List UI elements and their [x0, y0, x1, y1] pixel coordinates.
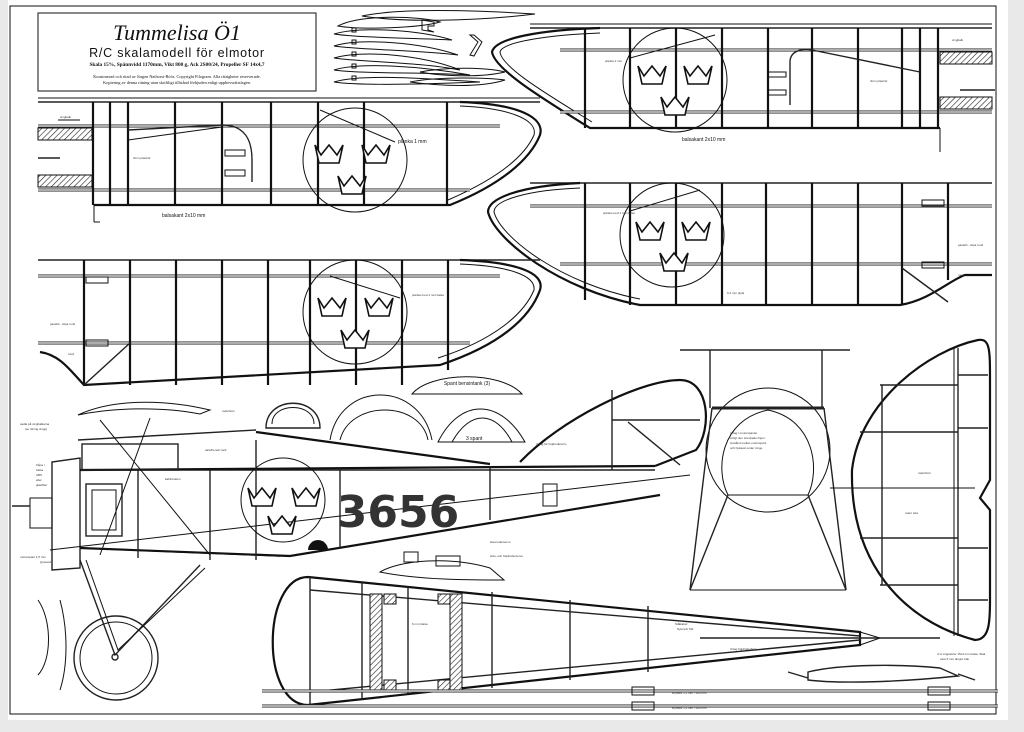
- fuselage-side-view: 3656 sadla på vingbalkarna (se ritning v…: [12, 378, 707, 571]
- label-rod-1: styrwire 1,2 mm / 500 mm: [672, 691, 707, 695]
- label-sido-hojdroderservo: sido- och höjdroderservo: [490, 554, 523, 558]
- label-passbit-left: passbit - slipa rund: [50, 322, 76, 326]
- label-balsakant-right: balsakant 2x10 mm: [682, 137, 725, 143]
- label-plastror-right: 3mm plaströr: [870, 79, 888, 83]
- label-spant-bensintank: Spant bensintank (3): [444, 381, 490, 387]
- label-vingbalk-left: vingbalk: [60, 115, 72, 119]
- label-roderhorn-note: roderhorn: [222, 409, 235, 413]
- label-plyfa: 0,4 mm plyfa: [727, 291, 745, 295]
- horizontal-stabilizer: roderhorn roder wire: [830, 338, 992, 642]
- servo-installation-section: skevroderservo sido- och höjdroderservo: [378, 540, 523, 581]
- label-urtag-motorspant-4: och hjulaxel under vinge: [730, 446, 763, 450]
- label-vingbalk-right: vingbalk: [952, 38, 964, 42]
- front-view: Urtag i motorspantet enligt den streckad…: [680, 349, 850, 591]
- aircraft-registration-number: 3656: [337, 487, 459, 538]
- label-sadla-vingbalk: sadla på vingbalkarna: [20, 422, 50, 426]
- label-tank-lock: tank/bensin lock: [205, 448, 227, 452]
- label-kapa-2: balsa: [36, 468, 44, 472]
- label-kapa-3: ABS: [36, 473, 42, 477]
- label-rod-2: styrwire 1,2 mm / 500 mm: [672, 706, 707, 710]
- label-planka-lower-left: planka med 1 mm balsa: [412, 293, 444, 297]
- fuel-tank-formers: Spant bensintank (3) 3 spant: [265, 376, 526, 443]
- title-block: Tummelisa Ö1 R/C skalamodell för elmotor…: [37, 12, 317, 92]
- label-planka-right: planka 1 mm: [605, 59, 623, 63]
- lower-wing-right-half: planka med 1 mm balsa 0,4 mm plyfa passb…: [486, 181, 992, 307]
- label-kabinbotten: kabinbotten: [165, 477, 181, 481]
- label-roderhorn: roderhorn: [918, 471, 931, 475]
- label-plastror-left: 3mm plaströr: [133, 156, 151, 160]
- plan-subtitle: R/C skalamodell för elmotor: [89, 46, 265, 60]
- copyright-line-1: Konstruerad och ritad av Jürgen Nathorst…: [93, 74, 261, 79]
- label-balsakant-left: balsakant 2x10 mm: [162, 213, 205, 219]
- label-urtag-motorspant-2: enligt den streckade linjen.: [730, 436, 766, 440]
- fuselage-top-view: 6 mm balsa Stålkabel Nylonrör M2 Urtag h…: [271, 575, 940, 707]
- plan-title: Tummelisa Ö1: [113, 20, 241, 45]
- label-urtag-motorspant-1: Urtag i motorspantet: [730, 431, 757, 435]
- label-se-ritning-vinge: (se ritning vinge): [25, 427, 47, 431]
- label-motorspant: motorspant 1,5 mm: [20, 555, 46, 559]
- label-vingstottor: 4 st vingstöttor 15x4 mm balsa. Skal: [937, 652, 986, 656]
- label-planka-left: planka 1 mm: [398, 139, 427, 145]
- plan-specs: Skala 15%, Spännvidd 1170mm, Vikt 800 g,…: [89, 62, 264, 68]
- label-rund-left: rund: [68, 352, 74, 356]
- label-vingstottor-2: vara 5 mm längre bak: [940, 657, 970, 661]
- label-6mm-balsa: 6 mm balsa: [412, 622, 428, 626]
- label-motorspant-plywood: plywood: [40, 560, 51, 564]
- lower-wing-left-half: planka med 1 mm balsa passbit - slipa ru…: [38, 258, 542, 387]
- label-roder-wire: roder wire: [905, 511, 919, 515]
- label-rund-right: rund: [958, 273, 964, 277]
- label-passbit-right: passbit - slipa rund: [958, 243, 984, 247]
- copyright-line-2: Kopiering av denna ritning utan skriftli…: [103, 80, 251, 85]
- label-urtag-hojdroder: Urtag höjdroderhorn: [730, 647, 757, 651]
- label-nylonror: Nylonrör M2: [677, 627, 694, 631]
- label-skevroderservo: skevroderservo: [490, 540, 511, 544]
- label-urtag-hojdroderarm: Urtag för höjdroderarm: [536, 442, 567, 446]
- label-kapa-1: Kåpa i: [36, 463, 45, 467]
- label-kapa-4: eller: [36, 478, 42, 482]
- wing-rib-profiles: [333, 10, 536, 86]
- landing-gear: [37, 559, 206, 701]
- label-planka-lower-right: planka med 1 mm balsa: [603, 211, 635, 215]
- label-kapa-5: glasfiber: [36, 483, 47, 487]
- upper-wing-left-half: vingbalk 3mm plaströr balsakant 2x10 mm …: [37, 97, 542, 223]
- label-stalkabel: Stålkabel: [675, 622, 688, 626]
- struts-and-rods: 4 st vingstöttor 15x4 mm balsa. Skal var…: [262, 652, 998, 711]
- label-urtag-motorspant-3: Avstånd mellan motorspant: [730, 441, 766, 445]
- label-3-spant: 3 spant: [466, 436, 483, 442]
- upper-wing-right-half: planka 1 mm balsakant 2x10 mm vingbalk 3…: [490, 23, 995, 152]
